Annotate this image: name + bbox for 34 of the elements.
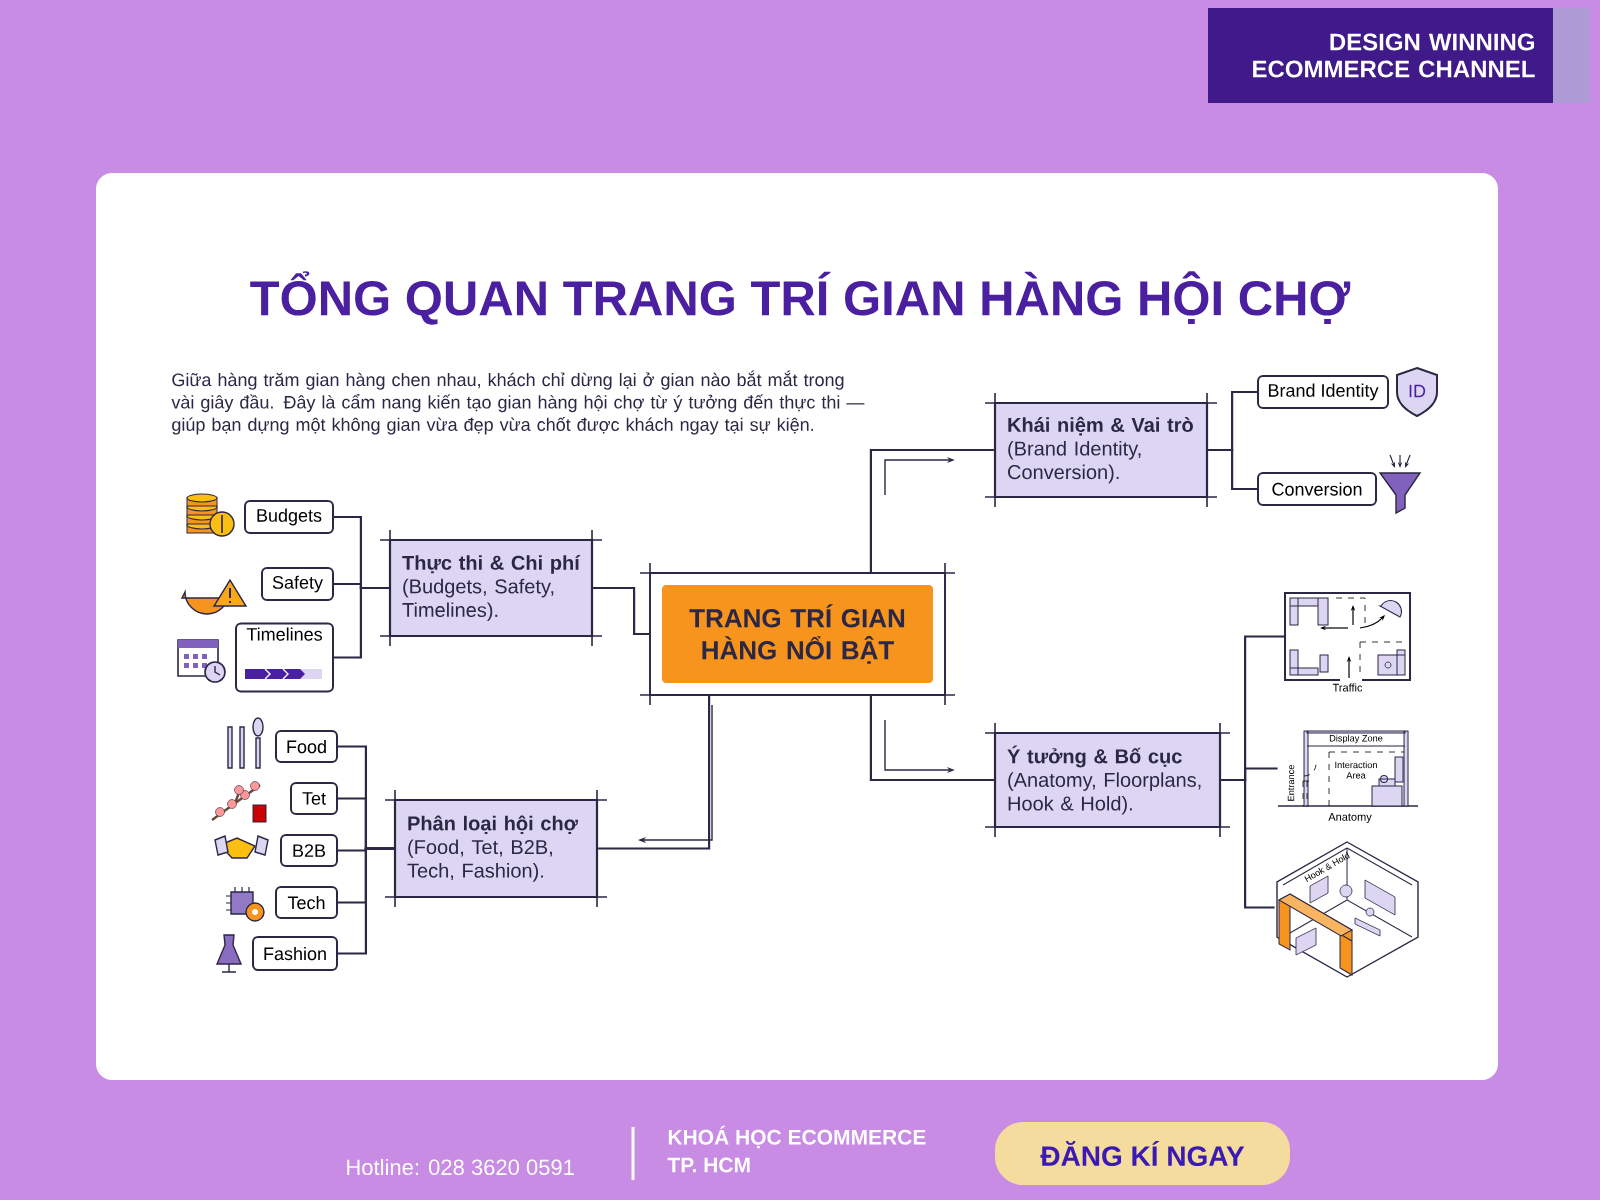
city-text: TP. HCM bbox=[667, 1157, 750, 1173]
label-box: Safety bbox=[261, 567, 334, 601]
label-box: Tet bbox=[290, 782, 338, 815]
floorplan-drawing: Traffic bbox=[1284, 592, 1411, 692]
topic-box: Phân loại hội chợ (Food, Tet, B2B, Tech, Fashion). bbox=[384, 789, 608, 908]
anatomy-drawing: Display Zone Interaction Area Entrance Anatomy bbox=[1277, 730, 1419, 823]
label-box: Brand Identity bbox=[1257, 375, 1389, 409]
topic-box: Thực thi & Chi phí (Budgets, Safety, Timelines). bbox=[379, 529, 603, 647]
center-box: TRANG TRÍ GIAN HÀNG NỔI BẬT bbox=[639, 562, 956, 706]
hotline-text: Hotline: 028 3620 0591 bbox=[347, 1158, 574, 1176]
banner: DESIGN WINNING ECOMMERCE CHANNEL bbox=[1208, 8, 1590, 103]
label-box: Conversion bbox=[1257, 472, 1377, 506]
label-box: Budgets bbox=[244, 500, 334, 534]
course-text: KHOÁ HỌC ECOMMERCE bbox=[668, 1125, 926, 1149]
connector bbox=[338, 847, 394, 955]
connector bbox=[593, 586, 650, 636]
register-button: ĐĂNG KÍ NGAY bbox=[995, 1122, 1290, 1185]
connector bbox=[869, 448, 994, 573]
connector bbox=[1221, 778, 1275, 909]
label-box: Fashion bbox=[252, 936, 338, 971]
label-box: Timelines bbox=[235, 622, 334, 693]
connector bbox=[869, 695, 994, 782]
topic-box: Ý tưởng & Bố cục (Anatomy, Floorplans, Hook & Hold). bbox=[984, 722, 1231, 838]
topic-box: Khái niệm & Vai trò (Brand Identity, Conversion). bbox=[984, 392, 1218, 508]
label-box: B2B bbox=[280, 834, 338, 867]
node-label: Traffic bbox=[1332, 683, 1363, 692]
label-box: Tech bbox=[275, 886, 338, 919]
connector bbox=[334, 586, 389, 659]
intro-paragraph: Giữa hàng trăm gian hàng chen nhau, khách chỉ dừng lại ở gian nào bắt mắt trong vài giây đầu. Đây là cẩm nang kiến tạo gian hàng hội chợ từ ý tưởng đến thực thi — giúp bạn dựng một không gian vừa đẹp vừa chốt được khách ngay tại sự kiện. bbox=[171, 370, 865, 435]
label-box: Food bbox=[275, 730, 338, 763]
booth-drawing: Hook & Hold bbox=[1276, 841, 1419, 978]
title: TỔNG QUAN TRANG TRÍ GIAN HÀNG HỘI CHỢ bbox=[250, 271, 1351, 325]
connector bbox=[1208, 448, 1257, 491]
connector bbox=[598, 695, 711, 850]
